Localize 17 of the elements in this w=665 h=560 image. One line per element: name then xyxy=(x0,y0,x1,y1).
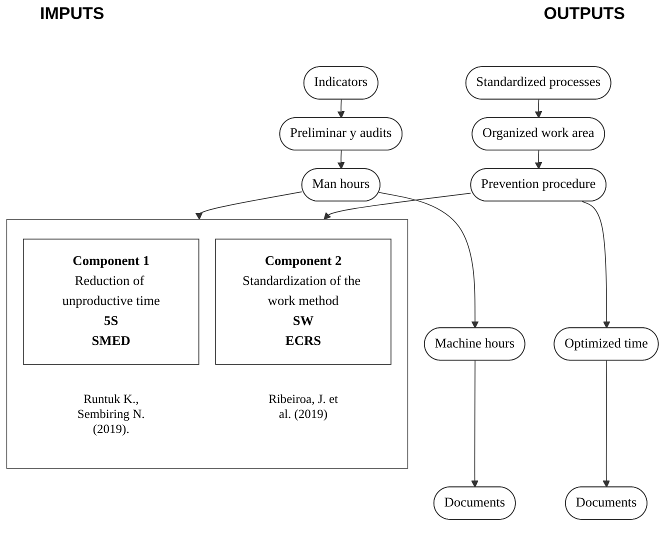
arrow xyxy=(337,99,345,118)
arrow xyxy=(582,201,610,328)
arrow xyxy=(378,192,479,328)
node-box: Component 2 Standardization of the work method SW ECRS xyxy=(215,238,392,365)
cluster xyxy=(6,219,408,469)
column-heading: OUTPUTS xyxy=(544,4,625,24)
citation-text: Runtuk K., Sembiring N. (2019). xyxy=(76,392,146,438)
citation-text: Ribeiroa, J. et al. (2019) xyxy=(267,392,339,422)
arrow xyxy=(471,360,478,488)
arrow xyxy=(534,99,542,118)
arrow xyxy=(337,150,345,170)
column-heading: IMPUTS xyxy=(40,4,104,24)
arrow xyxy=(534,150,542,170)
arrow xyxy=(195,191,302,220)
arrow xyxy=(602,360,610,488)
node-box: Component 1 Reduction of unproductive time 5S SMED xyxy=(22,238,200,365)
arrow xyxy=(324,192,472,220)
